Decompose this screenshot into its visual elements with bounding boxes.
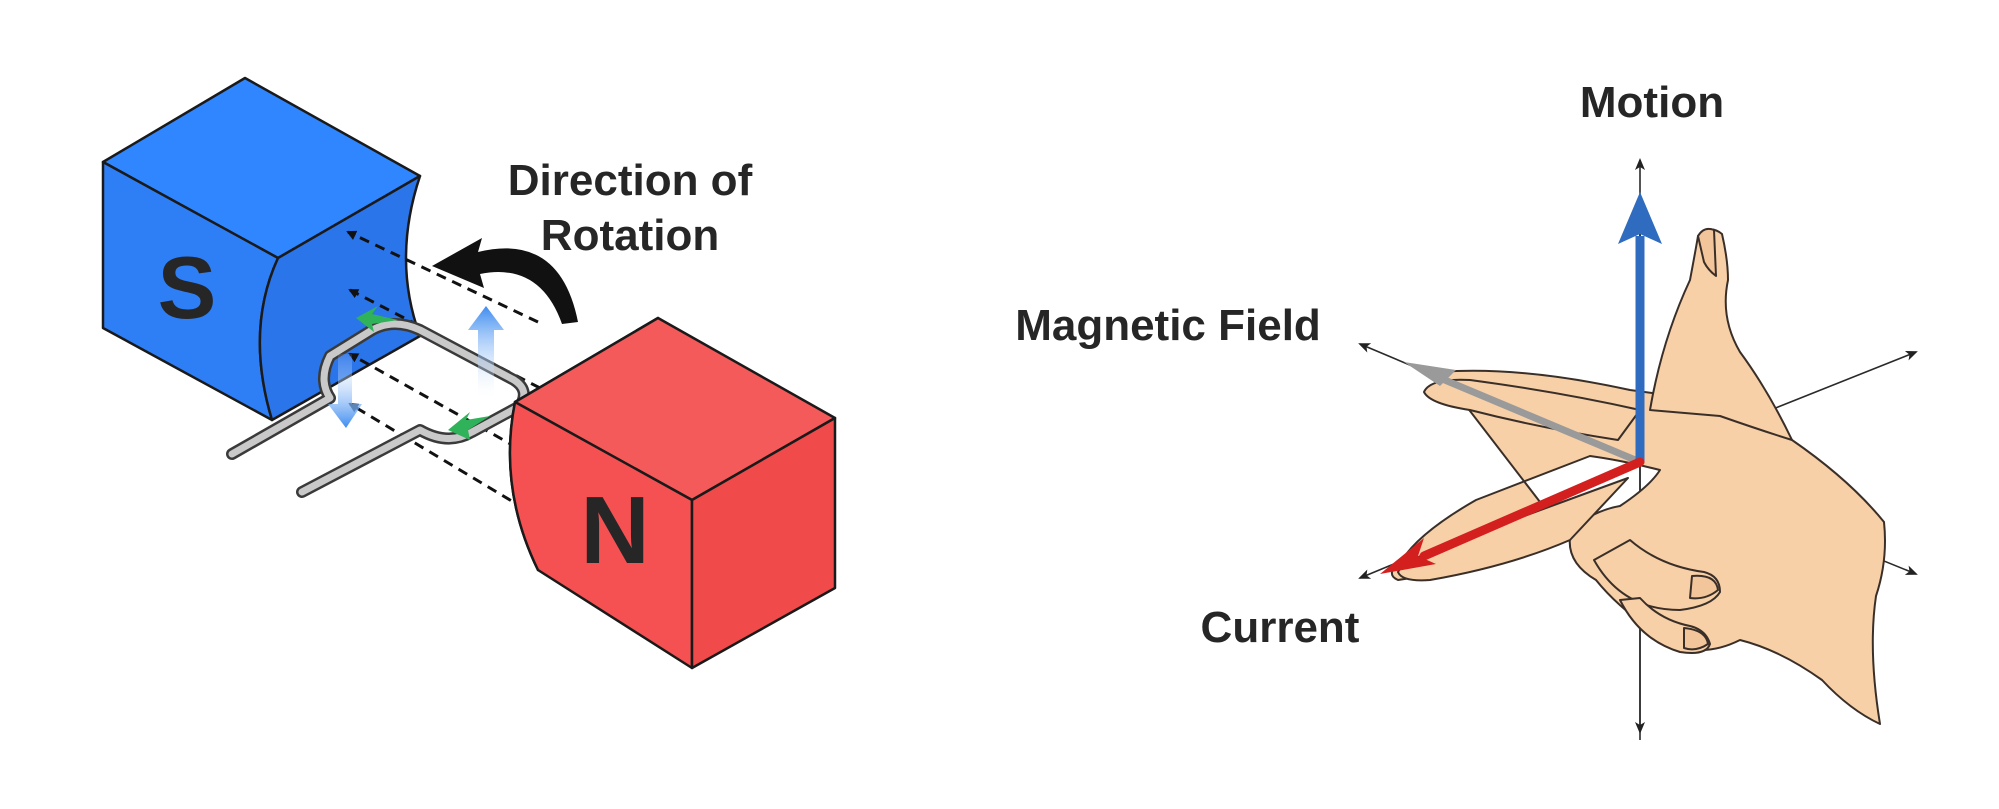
south-magnet: S [101, 76, 422, 422]
thumb-nail [1697, 227, 1717, 277]
motion-arrowhead-icon [1618, 192, 1662, 244]
force-up-arrow-icon [468, 306, 504, 398]
rotation-label: Rotation [541, 211, 719, 260]
current-arrow [1380, 457, 1645, 574]
field-lines [346, 230, 541, 520]
north-magnet-front-face [508, 400, 694, 670]
left-hand-rule: Motion Magnetic Field Current [1015, 78, 1918, 740]
current-label: Current [1201, 603, 1360, 652]
current-arrowhead-icon [1380, 538, 1436, 574]
north-magnet-side-face [690, 416, 837, 670]
field-line [346, 230, 539, 324]
current-arrow-icon [356, 306, 398, 332]
motion-label: Motion [1580, 78, 1724, 127]
current-arrow-icon [448, 412, 490, 440]
field-arrowhead-icon [1404, 362, 1456, 386]
motion-arrow [1618, 192, 1662, 462]
north-magnet: N [508, 316, 837, 670]
ring-nail [1689, 574, 1719, 600]
field-line [348, 402, 541, 520]
little-nail [1683, 627, 1709, 651]
force-down-arrow-icon [328, 354, 362, 428]
magnetic-field-label: Magnetic Field [1015, 301, 1321, 350]
field-line [348, 352, 533, 458]
magnetic-field-arrow [1404, 362, 1644, 466]
thumb [1649, 228, 1793, 441]
south-pole-label: S [158, 238, 217, 337]
rotation-label: Direction of [508, 156, 753, 205]
motor-diagram: S N Direction of Ro [101, 76, 837, 670]
rotation-arrow-icon [432, 238, 578, 324]
north-pole-label: N [580, 477, 649, 584]
wire-loop [226, 318, 530, 498]
